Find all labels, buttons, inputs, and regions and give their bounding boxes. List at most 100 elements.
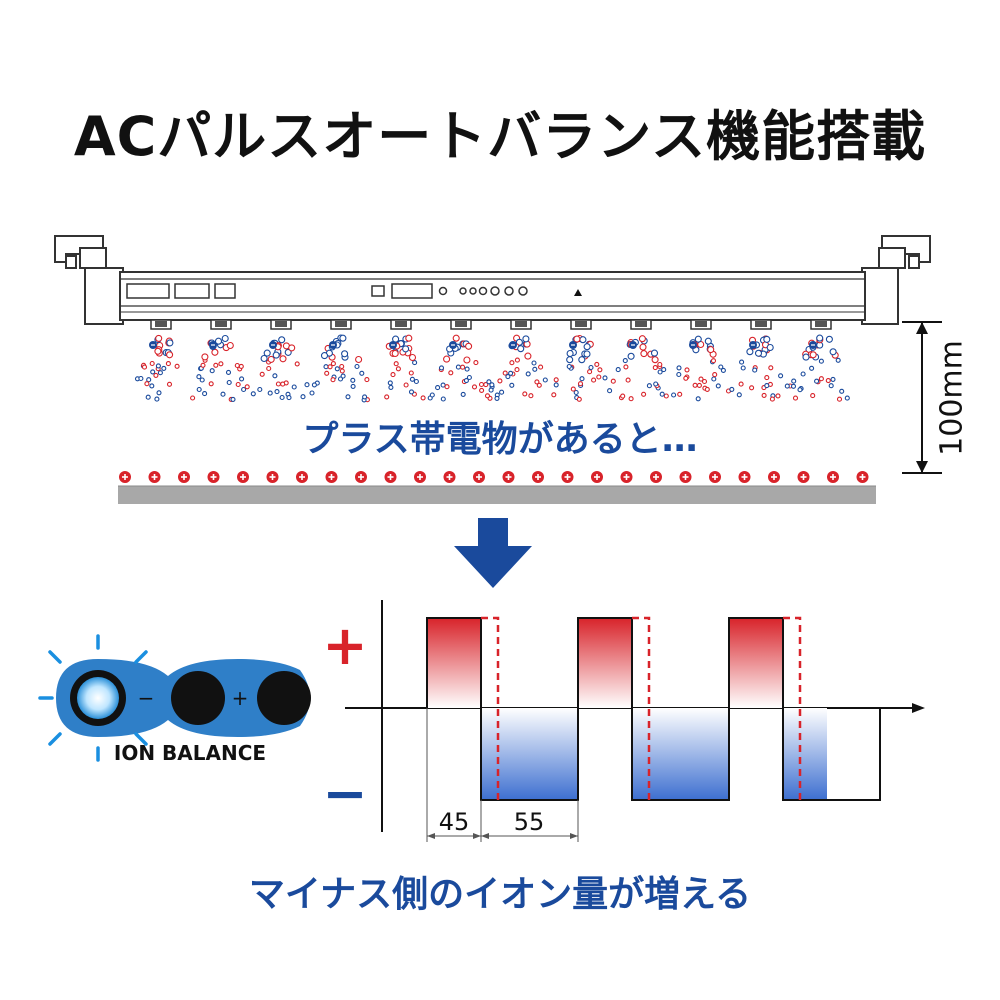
positive-ion xyxy=(408,370,414,376)
positive-ion xyxy=(280,381,286,387)
positive-ion xyxy=(712,372,718,378)
negative-ion xyxy=(146,377,152,383)
caption-negative-increase: マイナス側のイオン量が増える xyxy=(248,874,752,915)
negative-ion xyxy=(225,369,232,375)
positive-ion xyxy=(234,362,240,369)
charged-surface xyxy=(118,486,876,504)
positive-ion xyxy=(576,396,582,402)
distance-label: 100mm xyxy=(935,340,970,456)
negative-ion xyxy=(494,395,500,401)
positive-ion xyxy=(692,382,698,388)
positive-ion xyxy=(294,361,300,367)
positive-ion xyxy=(764,375,770,381)
negative-ion xyxy=(272,351,280,359)
surface-plus-charges xyxy=(119,471,869,483)
negative-ion xyxy=(149,383,155,389)
plus-charge-icon xyxy=(827,471,839,483)
positive-ion xyxy=(478,381,485,388)
positive-ion xyxy=(810,393,816,399)
negative-ion xyxy=(196,386,202,393)
plus-charge-icon xyxy=(237,471,249,483)
positive-ion xyxy=(166,381,173,387)
negative-ion xyxy=(166,339,174,347)
negative-ion xyxy=(715,383,721,389)
negative-ion xyxy=(226,379,232,386)
positive-ion xyxy=(522,391,528,397)
negative-ion xyxy=(389,341,397,349)
down-arrow-icon xyxy=(454,518,532,588)
negative-ion xyxy=(844,395,850,401)
emitter-nozzle xyxy=(810,319,832,330)
negative-ion xyxy=(578,356,586,364)
positive-ion xyxy=(768,365,774,371)
negative-ion xyxy=(790,383,797,389)
negative-ion xyxy=(274,389,280,395)
positive-ion xyxy=(625,377,631,383)
negative-ion xyxy=(553,382,559,388)
emitter-nozzle xyxy=(390,319,412,330)
negative-ion xyxy=(138,375,144,382)
positive-pulse-fill xyxy=(729,618,783,708)
negative-ion xyxy=(676,371,682,378)
negative-ion xyxy=(239,376,245,382)
negative-ion xyxy=(263,349,271,357)
caption-plus-charged: プラス帯電物があると… xyxy=(302,419,698,460)
negative-ion xyxy=(830,376,836,382)
positive-ion xyxy=(266,365,272,372)
plus-charge-icon xyxy=(355,471,367,483)
emitter-nozzle xyxy=(150,319,172,330)
plus-charge-icon xyxy=(561,471,574,483)
positive-ion xyxy=(638,335,646,343)
positive-pulse-fill xyxy=(427,618,481,708)
positive-ion xyxy=(484,393,491,399)
duty-cycle-dimension xyxy=(426,708,579,842)
negative-ion xyxy=(566,363,572,370)
positive-ion xyxy=(641,391,647,397)
plus-charge-icon xyxy=(650,471,662,483)
led-center xyxy=(171,671,225,725)
negative-ion xyxy=(464,366,470,372)
negative-ion xyxy=(438,365,445,371)
negative-ion xyxy=(800,371,806,377)
negative-ion xyxy=(272,373,278,379)
negative-ion xyxy=(260,354,268,363)
negative-ion xyxy=(269,341,277,349)
positive-ion xyxy=(623,364,629,370)
positive-ion xyxy=(208,381,214,387)
negative-ion xyxy=(814,378,820,384)
negative-ion xyxy=(740,365,746,371)
negative-ion xyxy=(230,396,236,402)
positive-ion xyxy=(534,379,540,385)
negative-ion xyxy=(718,364,724,370)
negative-ion xyxy=(509,382,515,388)
positive-ion xyxy=(153,372,159,378)
negative-ion xyxy=(279,394,285,401)
positive-ion xyxy=(809,351,817,359)
negative-ion xyxy=(566,356,574,364)
negative-ion xyxy=(525,371,531,377)
negative-ion xyxy=(202,391,208,397)
page-title: ACパルスオートバランス機能搭載 xyxy=(73,105,927,168)
positive-ion xyxy=(514,357,520,363)
negative-ion xyxy=(499,389,505,395)
negative-ion xyxy=(196,374,202,380)
plus-charge-icon xyxy=(738,471,751,483)
negative-ion xyxy=(320,352,329,360)
negative-ion xyxy=(412,360,418,366)
negative-ion xyxy=(311,382,317,388)
negative-ion xyxy=(828,383,834,389)
positive-ion xyxy=(465,342,473,350)
negative-ion xyxy=(825,335,833,343)
plus-charge-icon xyxy=(679,471,692,483)
negative-ion xyxy=(579,376,585,382)
negative-ion xyxy=(156,390,162,396)
positive-ion xyxy=(836,396,843,402)
positive-ion xyxy=(324,370,330,376)
negative-ion xyxy=(408,389,415,395)
negative-ion xyxy=(752,367,758,373)
plus-charge-icon xyxy=(502,471,515,483)
positive-ion xyxy=(384,394,390,400)
positive-ion xyxy=(327,364,333,370)
positive-ion xyxy=(594,361,600,367)
negative-ion xyxy=(209,341,217,349)
